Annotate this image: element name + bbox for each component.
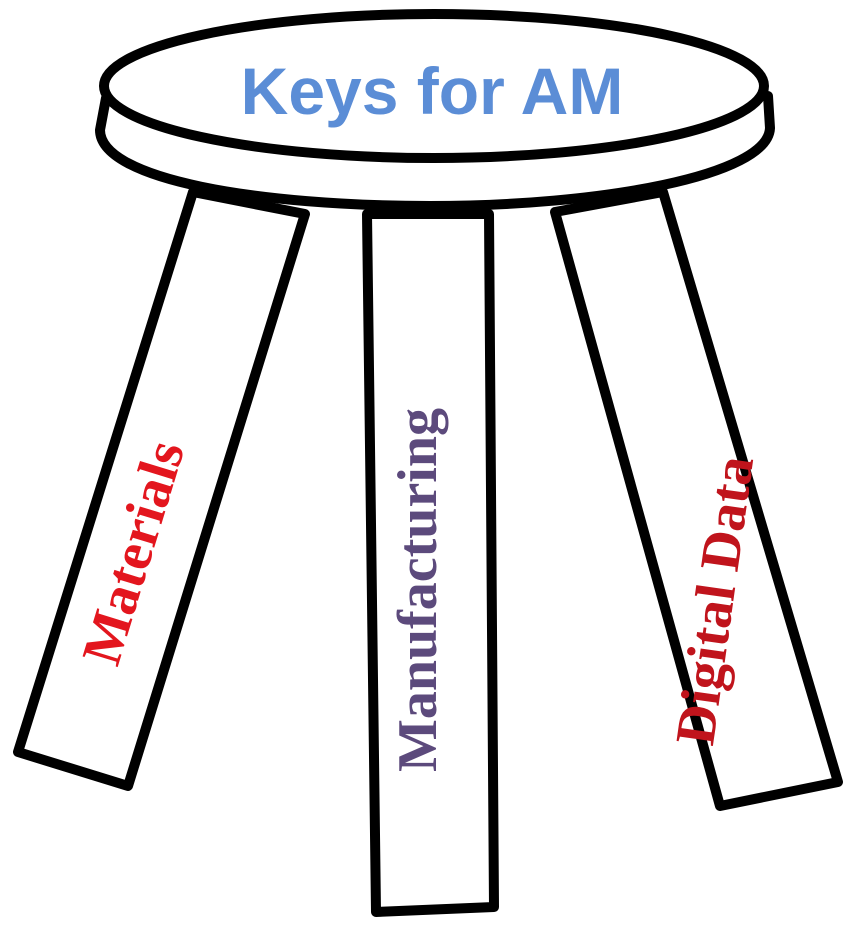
seat-top [99, 9, 769, 163]
leg-middle [362, 209, 499, 917]
leg-label-manufacturing: Manufacturing [387, 408, 449, 772]
leg-left [13, 187, 310, 791]
leg-right [550, 187, 843, 811]
seat-title: Keys for AM [241, 54, 624, 128]
